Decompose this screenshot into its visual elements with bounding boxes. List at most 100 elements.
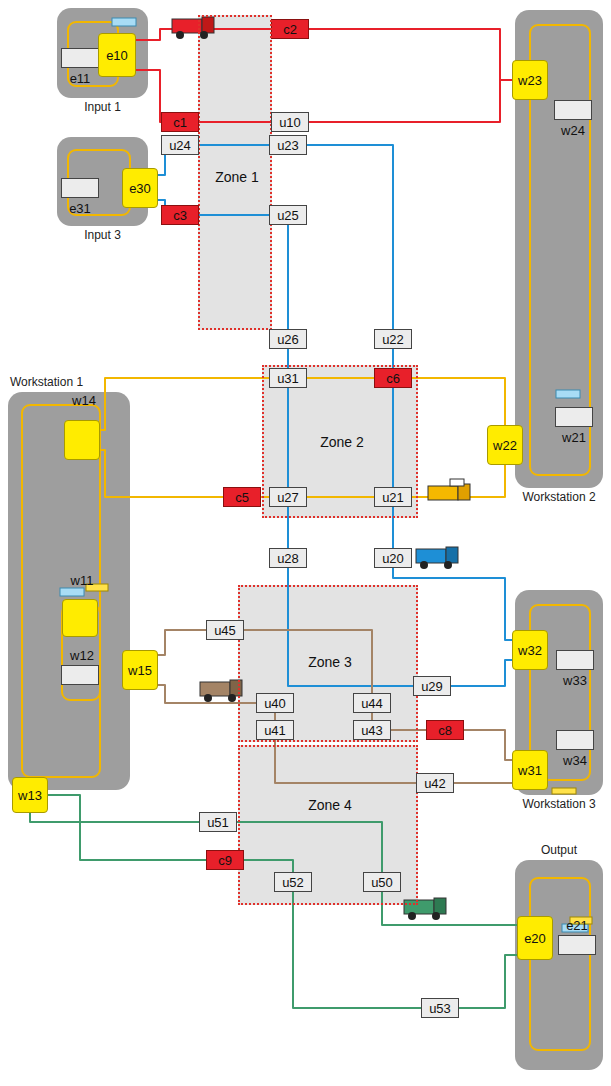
station-node: e20	[517, 916, 553, 960]
area-label: Workstation 1	[10, 375, 83, 390]
route-node: u51	[199, 812, 237, 832]
station-ground	[8, 392, 130, 790]
route-node: u53	[421, 998, 459, 1018]
route-node: e11	[61, 48, 99, 68]
route-node: u29	[413, 676, 451, 696]
route-node: u28	[269, 548, 307, 568]
route-node: u45	[206, 620, 244, 640]
route-segment	[136, 70, 161, 122]
node-label: u25	[277, 208, 299, 223]
route-segment	[244, 630, 372, 693]
node-label: c8	[438, 723, 452, 738]
control-node: c8	[426, 720, 464, 740]
node-label: w32	[518, 643, 542, 658]
route-segment	[412, 378, 505, 425]
route-node: u43	[353, 720, 391, 740]
zone-label: Zone 3	[308, 655, 352, 670]
node-label: e30	[129, 181, 151, 196]
route-node: w12	[61, 665, 99, 685]
route-segment	[392, 507, 394, 548]
zone-ground	[238, 745, 418, 905]
route-node: u24	[161, 135, 199, 155]
route-segment	[392, 388, 394, 487]
node-label: w24	[555, 123, 591, 138]
control-node: c1	[161, 112, 199, 132]
route-node: u31	[269, 368, 307, 388]
node-label: w15	[128, 663, 152, 678]
node-label: e11	[62, 71, 98, 86]
route-segment	[371, 713, 373, 720]
zone-ground	[198, 15, 272, 330]
traffic-zone: Zone 1	[198, 15, 272, 330]
route-segment	[30, 813, 199, 822]
route-segment	[464, 730, 512, 760]
station-node: w31	[512, 750, 548, 790]
route-segment	[454, 782, 512, 784]
control-node: c6	[374, 368, 412, 388]
route-segment	[158, 630, 206, 655]
node-label: u50	[371, 875, 393, 890]
node-label: u24	[169, 138, 191, 153]
node-label: e21	[559, 918, 595, 933]
station-ground	[515, 10, 603, 488]
node-label: u42	[424, 776, 446, 791]
route-node: u23	[269, 135, 307, 155]
route-segment	[382, 892, 517, 925]
control-node: c9	[206, 850, 244, 870]
zone-ground	[262, 365, 418, 518]
station-track	[530, 878, 590, 1050]
station-node: e10	[98, 33, 136, 77]
node-label: u31	[277, 371, 299, 386]
route-node: u20	[374, 548, 412, 568]
node-label: w23	[518, 73, 542, 88]
route-segment	[100, 450, 223, 497]
station-node: w11	[62, 599, 98, 637]
zone-ground	[238, 585, 418, 742]
node-label: u53	[429, 1001, 451, 1016]
zone-label: Zone 2	[320, 435, 364, 450]
node-label: u45	[214, 623, 236, 638]
route-segment	[307, 377, 374, 379]
route-node: u52	[274, 872, 312, 892]
node-label: u51	[207, 815, 229, 830]
node-label: u26	[277, 332, 299, 347]
route-node: u40	[256, 693, 294, 713]
route-node: u21	[374, 487, 412, 507]
node-label: e20	[524, 931, 546, 946]
route-segment	[287, 225, 289, 329]
node-label: w34	[557, 753, 593, 768]
pallet	[552, 788, 576, 794]
station-node: w23	[512, 60, 548, 100]
route-segment	[100, 378, 269, 430]
node-label: u22	[382, 332, 404, 347]
route-segment	[199, 214, 269, 216]
route-segment	[48, 795, 206, 860]
node-label: u41	[264, 723, 286, 738]
station-node: w22	[487, 425, 523, 465]
station-area: Workstation 1w14w11w12	[8, 392, 130, 790]
route-segment	[307, 496, 374, 498]
node-label: u40	[264, 696, 286, 711]
station-node: w13	[12, 777, 48, 813]
station-node: w15	[122, 650, 158, 690]
station-ground	[515, 590, 603, 795]
node-label: w22	[493, 438, 517, 453]
route-segment	[274, 713, 276, 720]
route-node: u50	[363, 872, 401, 892]
node-label: u23	[277, 138, 299, 153]
node-label: u20	[382, 551, 404, 566]
route-segment	[244, 860, 293, 872]
node-label: u10	[279, 115, 301, 130]
station-node: e30	[122, 168, 158, 208]
agv-vehicle	[428, 479, 470, 500]
station-area: Outpute21	[515, 860, 603, 1070]
node-label: u44	[361, 696, 383, 711]
node-label: c1	[173, 115, 187, 130]
traffic-zone: Zone 3	[238, 585, 418, 742]
node-label: u27	[277, 490, 299, 505]
route-node: u44	[353, 693, 391, 713]
area-label: Workstation 3	[515, 797, 603, 812]
route-segment	[307, 145, 393, 329]
area-label: Input 3	[57, 228, 148, 243]
route-segment	[393, 568, 512, 640]
